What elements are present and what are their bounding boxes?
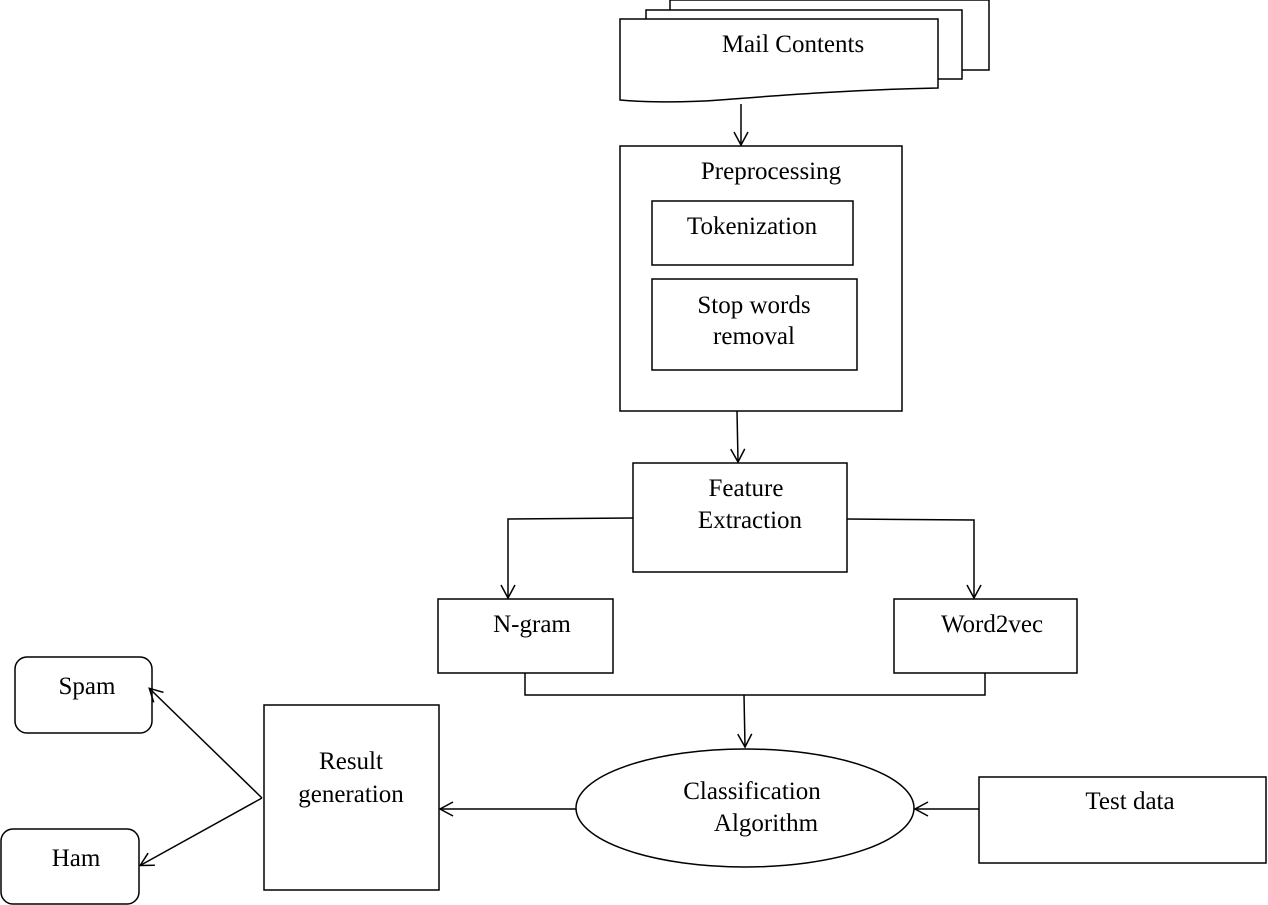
stop-words-removal-node: Stop words removal bbox=[651, 278, 858, 371]
arrow-feature-to-word2vec bbox=[846, 518, 982, 600]
arrow-result-to-spam bbox=[148, 687, 263, 799]
result-generation-label-line1: Result bbox=[319, 748, 383, 775]
ham-node: Ham bbox=[0, 828, 140, 905]
stop-words-label-line2: removal bbox=[713, 323, 795, 350]
ngram-label: N-gram bbox=[493, 611, 571, 638]
arrow-preprocessing-to-feature bbox=[730, 410, 746, 464]
classification-algorithm-node: Classification Algorithm bbox=[575, 748, 915, 868]
spam-label: Spam bbox=[59, 673, 117, 700]
mail-contents-label: Mail Contents bbox=[722, 31, 864, 58]
tokenization-node: Tokenization bbox=[651, 200, 854, 266]
result-generation-node: Result generation bbox=[263, 704, 440, 891]
arrow-result-to-ham bbox=[138, 797, 263, 867]
feature-extraction-label-line2: Extraction bbox=[698, 507, 803, 534]
feature-extraction-label-line1: Feature bbox=[709, 475, 784, 502]
arrow-merge-to-classification bbox=[737, 694, 753, 749]
spam-node: Spam bbox=[14, 656, 153, 734]
ngram-node: N-gram bbox=[437, 598, 614, 674]
test-data-label: Test data bbox=[1085, 788, 1174, 815]
feature-extraction-node: Feature Extraction bbox=[632, 462, 848, 573]
test-data-node: Test data bbox=[978, 776, 1267, 864]
merge-line-ngram-word2vec bbox=[524, 673, 986, 696]
result-generation-label-line2: generation bbox=[298, 781, 404, 808]
word2vec-node: Word2vec bbox=[893, 598, 1078, 674]
classification-label-line1: Classification bbox=[683, 778, 821, 805]
tokenization-label: Tokenization bbox=[687, 213, 818, 240]
arrow-feature-to-ngram bbox=[500, 517, 634, 600]
mail-contents-node: Mail Contents bbox=[619, 0, 990, 103]
ham-label: Ham bbox=[52, 845, 101, 872]
word2vec-label: Word2vec bbox=[941, 611, 1043, 638]
stop-words-label-line1: Stop words bbox=[697, 292, 810, 319]
preprocessing-label: Preprocessing bbox=[701, 158, 842, 185]
classification-label-line2: Algorithm bbox=[714, 810, 819, 837]
